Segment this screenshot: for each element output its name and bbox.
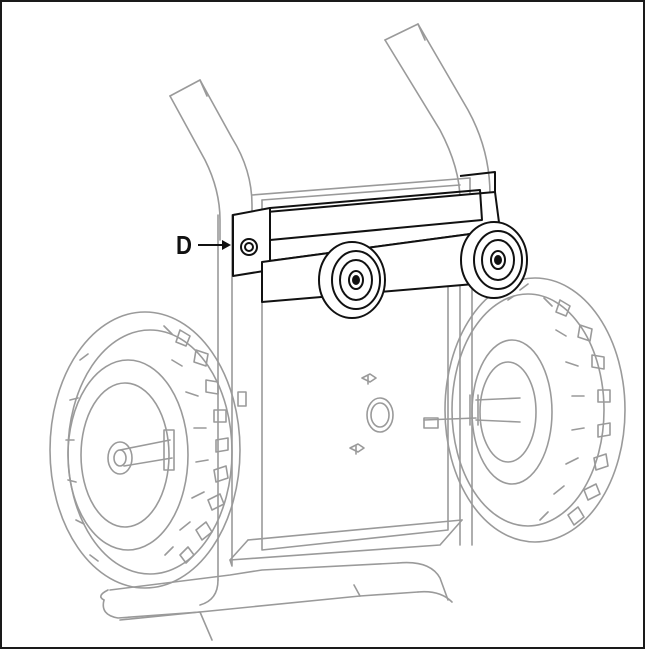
right-axle — [423, 417, 477, 421]
right-caster-wheel — [460, 221, 528, 299]
right-arrow-icon — [198, 240, 231, 250]
left-handle — [169, 79, 253, 241]
left-caster-wheel — [318, 241, 386, 319]
right-wheel — [444, 277, 626, 543]
left-wheel — [49, 311, 241, 589]
callout-label-d: D — [176, 230, 192, 260]
base-loop — [100, 561, 453, 641]
plate-hardware — [237, 373, 439, 455]
